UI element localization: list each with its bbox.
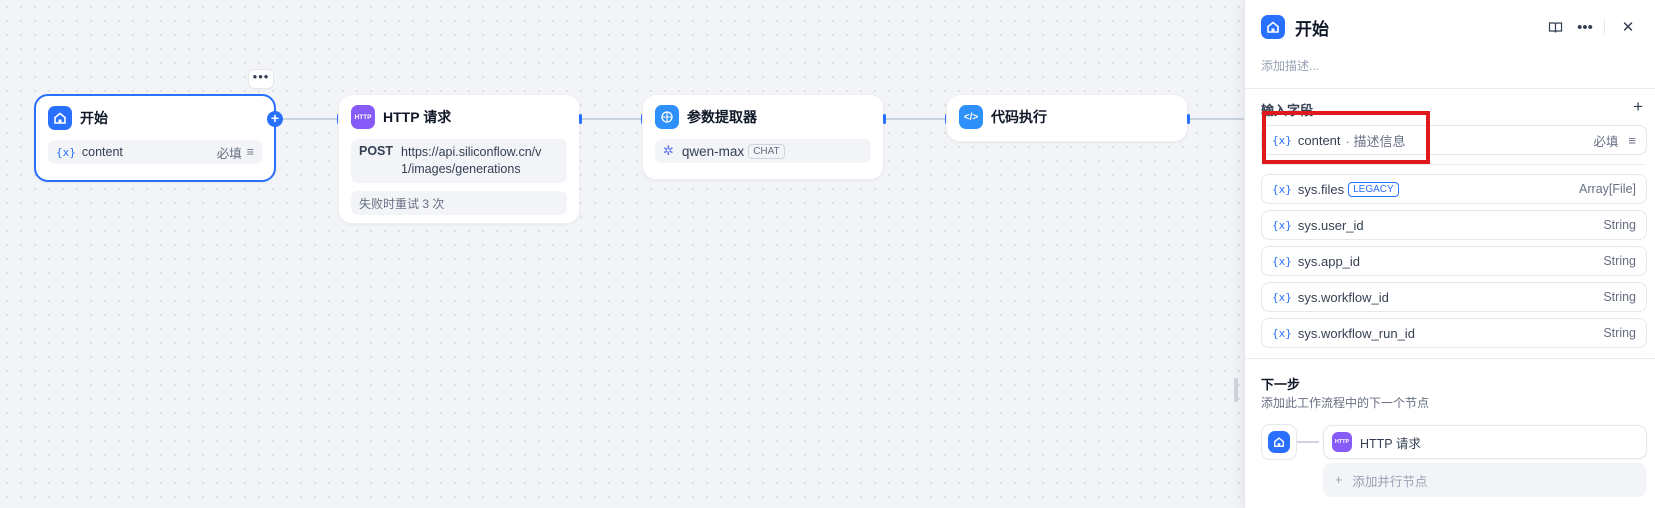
fields-divider <box>1261 164 1646 165</box>
http-request-node[interactable]: HTTP HTTP 请求 POST https://api.siliconflo… <box>338 94 580 224</box>
variable-icon: {x} <box>1272 290 1292 304</box>
panel-header: 开始 ••• ✕ <box>1261 14 1641 40</box>
workflow-canvas[interactable]: ••• 开始 {x} content 必填 ≡ + HTTP HTTP 请求 P… <box>0 0 1244 508</box>
required-label: 必填 <box>216 146 242 161</box>
home-icon <box>48 106 72 130</box>
http-output-handle[interactable] <box>579 114 582 124</box>
field-name: sys.workflow_id <box>1297 289 1389 305</box>
add-icon: + <box>1335 473 1343 487</box>
field-type: Array[File] <box>1579 182 1636 196</box>
edge-param-code <box>884 118 946 120</box>
http-method: POST <box>359 144 394 158</box>
input-field-sys-user-id[interactable]: {x} sys.user_id String <box>1261 210 1647 240</box>
panel-resize-handle[interactable] <box>1234 378 1238 402</box>
panel-divider <box>1245 88 1655 89</box>
next-step-divider <box>1245 358 1655 359</box>
next-node-http[interactable]: HTTP HTTP 请求 <box>1323 425 1647 459</box>
param-extractor-icon <box>655 105 679 129</box>
add-parallel-label: 添加并行节点 <box>1352 474 1428 489</box>
http-node-title: HTTP 请求 <box>383 109 452 125</box>
field-name: sys.app_id <box>1297 253 1361 269</box>
model-icon: ✲ <box>663 143 674 158</box>
input-field-sys-app-id[interactable]: {x} sys.app_id String <box>1261 246 1647 276</box>
http-url-line1: https://api.siliconflow.cn/v <box>401 145 542 159</box>
variable-icon: {x} <box>1272 133 1292 147</box>
http-retry-info: 失败时重试 3 次 <box>351 191 567 215</box>
code-execution-node[interactable]: </> 代码执行 <box>946 94 1188 142</box>
input-field-content[interactable]: {x} content · 描述信息 必填 ≡ <box>1261 125 1647 155</box>
start-node-variable: {x} content 必填 ≡ <box>48 140 262 164</box>
code-icon: </> <box>959 105 983 129</box>
field-name: content <box>1297 132 1341 148</box>
description-input[interactable]: 添加描述... <box>1261 59 1320 73</box>
field-description: · 描述信息 <box>1345 133 1406 149</box>
param-node-title: 参数提取器 <box>687 109 757 125</box>
input-field-sys-files[interactable]: {x} sys.files LEGACY Array[File] <box>1261 174 1647 204</box>
start-node-title: 开始 <box>80 110 108 126</box>
field-type: String <box>1603 326 1636 340</box>
add-icon[interactable]: + <box>1633 97 1643 116</box>
field-type: String <box>1603 218 1636 232</box>
menu-lines-icon: ≡ <box>246 145 254 159</box>
code-node-title: 代码执行 <box>991 109 1047 125</box>
variable-name: content <box>81 145 123 159</box>
field-type: String <box>1603 290 1636 304</box>
field-type: String <box>1603 254 1636 268</box>
add-next-node-handle[interactable]: + <box>267 111 283 127</box>
variable-icon: {x} <box>56 145 76 159</box>
header-divider <box>1604 19 1605 35</box>
next-step-subtitle: 添加此工作流程中的下一个节点 <box>1261 396 1430 410</box>
node-settings-panel: 开始 ••• ✕ 添加描述... 输入字段 + {x} content · 描述… <box>1244 0 1655 508</box>
start-node[interactable]: 开始 {x} content 必填 ≡ <box>34 94 276 182</box>
field-name: sys.workflow_run_id <box>1297 325 1415 341</box>
panel-title: 开始 <box>1295 19 1329 39</box>
home-icon <box>1268 431 1290 453</box>
variable-icon: {x} <box>1272 182 1292 196</box>
model-row: ✲ qwen-max CHAT <box>655 139 871 163</box>
add-parallel-node-button[interactable]: + 添加并行节点 <box>1323 463 1647 497</box>
node-more-button[interactable]: ••• <box>248 69 274 89</box>
param-output-handle[interactable] <box>883 114 886 124</box>
field-name: sys.user_id <box>1297 217 1364 233</box>
field-name: sys.files <box>1297 181 1345 197</box>
legacy-badge: LEGACY <box>1348 181 1399 197</box>
highlight-box <box>1262 111 1430 164</box>
code-output-handle[interactable] <box>1187 114 1190 124</box>
http-icon: HTTP <box>351 105 375 129</box>
field-required: 必填 <box>1593 134 1619 149</box>
http-url-line2: 1/images/generations <box>401 162 521 176</box>
next-step-source <box>1261 424 1297 460</box>
more-icon[interactable]: ••• <box>1577 18 1593 36</box>
http-icon: HTTP <box>1332 432 1352 452</box>
menu-lines-icon[interactable]: ≡ <box>1628 132 1636 148</box>
variable-icon: {x} <box>1272 326 1292 340</box>
edge-http-param <box>580 118 642 120</box>
edge-start-http <box>276 118 338 120</box>
input-field-sys-workflow-id[interactable]: {x} sys.workflow_id String <box>1261 282 1647 312</box>
http-request-summary: POST https://api.siliconflow.cn/v 1/imag… <box>351 139 567 183</box>
close-icon[interactable]: ✕ <box>1621 19 1635 36</box>
edge-code-next <box>1188 118 1244 120</box>
parameter-extractor-node[interactable]: 参数提取器 ✲ qwen-max CHAT <box>642 94 884 180</box>
home-icon <box>1261 15 1285 39</box>
model-name: qwen-max <box>681 143 745 159</box>
next-node-label: HTTP 请求 <box>1360 436 1421 451</box>
next-step-connector <box>1297 441 1319 443</box>
variable-icon: {x} <box>1272 254 1292 268</box>
next-step-title: 下一步 <box>1261 377 1301 392</box>
variable-icon: {x} <box>1272 218 1292 232</box>
model-mode-badge: CHAT <box>748 143 785 159</box>
input-field-sys-workflow-run-id[interactable]: {x} sys.workflow_run_id String <box>1261 318 1647 348</box>
book-icon[interactable] <box>1542 14 1568 40</box>
